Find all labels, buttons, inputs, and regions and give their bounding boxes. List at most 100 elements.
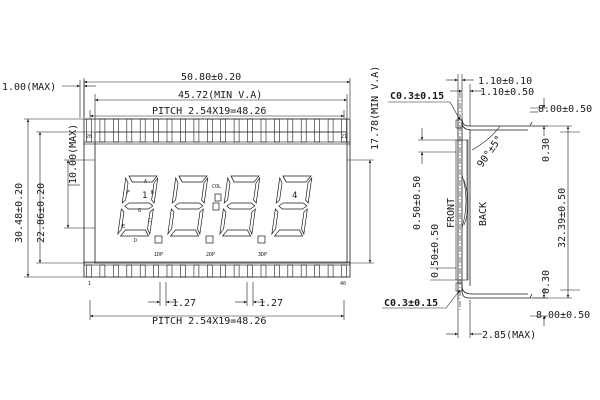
dimension-gap-top-left: 0.50±0.50: [412, 128, 456, 230]
digit-4-label: 4: [292, 191, 297, 201]
pin-number-40: 40: [340, 281, 346, 287]
svg-text:17.78(MIN V.A): 17.78(MIN V.A): [370, 66, 381, 150]
pin-bottom: [153, 264, 159, 278]
svg-text:10.00(MAX): 10.00(MAX): [68, 124, 79, 184]
pin-bottom: [207, 264, 213, 278]
pin-top: [220, 118, 226, 143]
dimension-top-offsets: 1.10±0.10 1.10±0.50: [446, 74, 534, 126]
pin-bottom: [220, 264, 226, 278]
svg-text:8.00±0.50: 8.00±0.50: [536, 310, 590, 321]
pin-bottom: [274, 264, 280, 278]
digit-1-label: 1: [142, 191, 147, 201]
dimension-pitch-bottom: PITCH 2.54X19=48.26: [89, 300, 345, 327]
svg-text:30.48±0.20: 30.48±0.20: [14, 183, 25, 243]
dimension-view-area-height-left: 10.00(MAX): [64, 124, 95, 229]
side-view: C0.3±0.15 C0.3±0.15 1.10±0.10 1.10±0.50: [382, 74, 592, 341]
pin-top: [314, 118, 321, 143]
svg-text:8.00±0.50: 8.00±0.50: [538, 104, 592, 115]
digit-3: [219, 175, 261, 237]
segment-b-label: B: [151, 190, 154, 196]
pin-top: [139, 118, 146, 143]
pin-bottom: [126, 264, 133, 278]
pin-top: [327, 118, 334, 143]
dimension-view-area-width: 45.72(MIN V.A): [94, 90, 348, 131]
svg-text:1.27: 1.27: [259, 298, 283, 309]
pin-bottom: [314, 264, 321, 278]
pin-top: [166, 118, 173, 143]
pin-top: [113, 118, 119, 143]
dimension-pin-offset-top: 8.00±0.50: [530, 98, 592, 136]
dimension-view-area-height-right: 17.78(MIN V.A): [347, 66, 381, 264]
pin-top: [126, 118, 133, 143]
pin-bottom: [247, 264, 253, 278]
segment-c-label: C: [148, 218, 151, 224]
gap-right-bottom-label: 0.30: [541, 270, 552, 294]
dimension-max-thickness: 1.00(MAX): [2, 80, 96, 118]
svg-text:1.27: 1.27: [172, 298, 196, 309]
pin-top: [260, 118, 267, 143]
side-profile: [455, 92, 533, 312]
pin-bottom: [327, 264, 334, 278]
pin-top: [207, 118, 213, 143]
bottom-pin-row: [86, 264, 347, 278]
pin-top: [300, 118, 307, 143]
svg-text:90°±5°: 90°±5°: [475, 134, 505, 170]
pin-top: [233, 118, 240, 143]
pin-length-label: 32.39±0.50: [557, 188, 568, 248]
dimension-overall-width: 50.80±0.20: [83, 72, 351, 118]
dimension-glass-height: 22.86±0.20: [36, 131, 95, 264]
pin-bottom: [341, 264, 347, 278]
dimension-pin-width-left: 1.27: [148, 282, 196, 309]
svg-text:22.86±0.20: 22.86±0.20: [36, 183, 47, 243]
pin-bottom: [113, 264, 119, 278]
dimension-gap-bottom-left: 0.50±0.50: [430, 224, 456, 281]
svg-text:45.72(MIN V.A): 45.72(MIN V.A): [178, 90, 262, 101]
colon-lower: [212, 202, 220, 211]
pin-bottom: [233, 264, 240, 278]
pin-top: [287, 118, 294, 143]
segment-e-label: E: [122, 224, 125, 230]
colon-upper: [214, 193, 222, 202]
digit-2: [167, 175, 209, 237]
front-view: 20 21 1 40 1 4 COL A B C D E F G: [2, 66, 381, 327]
svg-text:2.85(MAX): 2.85(MAX): [482, 330, 536, 341]
pin-top: [193, 118, 200, 143]
pin-bottom: [300, 264, 307, 278]
pin-number-21: 21: [341, 134, 347, 140]
chamfer-top-callout: C0.3±0.15: [388, 91, 461, 121]
svg-text:0.50±0.50: 0.50±0.50: [412, 176, 423, 230]
pin-bottom: [139, 264, 146, 278]
pin-bottom: [260, 264, 267, 278]
segment-g-label: G: [138, 208, 141, 214]
decimal-point-3: [257, 235, 266, 244]
dimension-pin-width-right: 1.27: [235, 282, 283, 309]
pin-number-1: 1: [88, 281, 91, 287]
front-label: FRONT: [446, 198, 457, 228]
pin-number-20: 20: [86, 134, 92, 140]
chamfer-bottom-callout: C0.3±0.15: [382, 289, 461, 309]
decimal-point-1: [154, 235, 163, 244]
dimension-pin-offset-bottom: 8.00±0.50: [530, 288, 590, 326]
svg-text:PITCH 2.54X19=48.26: PITCH 2.54X19=48.26: [152, 106, 266, 117]
back-label: BACK: [478, 202, 489, 226]
pin-top: [341, 118, 347, 143]
svg-text:0.50±0.50: 0.50±0.50: [430, 224, 441, 278]
pin-bottom: [287, 264, 294, 278]
dimension-depth-max: 2.85(MAX): [446, 300, 536, 341]
pin-top: [99, 118, 106, 143]
svg-text:C0.3±0.15: C0.3±0.15: [384, 298, 438, 309]
svg-text:1.10±0.50: 1.10±0.50: [480, 87, 534, 98]
pin-top: [274, 118, 280, 143]
segment-d-label: D: [134, 238, 137, 244]
pin-bottom: [86, 264, 92, 278]
segment-f-label: F: [127, 190, 130, 196]
dimension-pitch-top: PITCH 2.54X19=48.26: [89, 106, 345, 118]
digit-4: [271, 175, 313, 237]
pin-bottom: [166, 264, 173, 278]
svg-text:1.10±0.10: 1.10±0.10: [478, 76, 532, 87]
decimal-point-1-label: 1DP: [154, 252, 163, 258]
pin-bottom: [180, 264, 186, 278]
top-pin-row: [86, 118, 347, 143]
svg-text:50.80±0.20: 50.80±0.20: [181, 72, 241, 83]
